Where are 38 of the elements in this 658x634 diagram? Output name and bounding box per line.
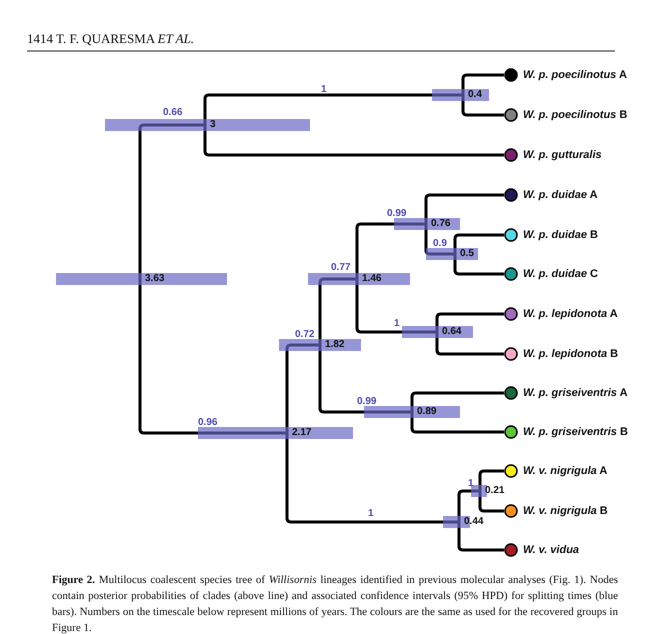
taxon-name: W. p. duidae A <box>523 189 598 201</box>
edge-label: 1 <box>368 508 374 520</box>
taxon-name: W. v. nigrigula A <box>523 465 608 477</box>
node-age: 1.46 <box>362 273 382 285</box>
taxon-name: W. p. duidae B <box>523 229 598 241</box>
edge-label: 0.99 <box>387 208 406 220</box>
node-age: 1.82 <box>325 339 344 351</box>
node-age: 0.89 <box>417 406 436 418</box>
node-age: 3 <box>210 119 216 131</box>
edge-label: 0.66 <box>163 107 182 119</box>
node-age: 2.17 <box>292 427 312 439</box>
node-age: 0.21 <box>485 485 504 497</box>
taxon-name: W. p. lepidonota B <box>523 348 618 360</box>
taxon-name: W. v. nigrigula B <box>523 505 608 517</box>
edge-label: 0.9 <box>433 238 447 250</box>
edge-label: 0.77 <box>331 262 350 274</box>
edge-label: 0.99 <box>357 396 376 408</box>
node-age: 0.44 <box>464 516 484 528</box>
edge-label: 1 <box>468 478 474 490</box>
taxon-name: W. p. gutturalis <box>523 149 602 161</box>
node-age: 0.5 <box>460 248 474 260</box>
taxon-name: W. p. griseiventris B <box>523 426 628 438</box>
node-age: 0.4 <box>468 89 482 101</box>
edge-label: 1 <box>321 84 327 96</box>
taxon-name: W. p. poecilinotus B <box>523 109 628 121</box>
page-header: 1414 T. F. QUARESMA ET AL. <box>27 31 194 47</box>
edge-label: 0.96 <box>198 417 218 429</box>
edge-label: 0.72 <box>295 329 314 341</box>
taxon-name: W. v. vidua <box>523 544 580 556</box>
node-age: 0.64 <box>442 326 462 338</box>
taxon-name: W. p. griseiventris A <box>523 387 628 399</box>
taxon-name: W. p. lepidonota A <box>523 308 618 320</box>
figure-caption: Figure 2. Multilocus coalescent species tree of Willisornis lineages identified in previous molecular analyses (Fig. 1). Nodes contain posterior probabilities of clades (above line) and associated confidence intervals (95% HPD) for splitting times (blue bars). Numbers on the timescale below represent millions of years. The colours are the same as used for the recovered groups in Figure 1. <box>52 573 618 634</box>
taxon-name: W. p. duidae C <box>523 268 598 280</box>
taxon-name: W. p. poecilinotus A <box>523 69 627 81</box>
edge-label: 1 <box>394 318 400 330</box>
node-age: 0.76 <box>431 218 450 230</box>
node-age: 3.63 <box>145 273 164 285</box>
